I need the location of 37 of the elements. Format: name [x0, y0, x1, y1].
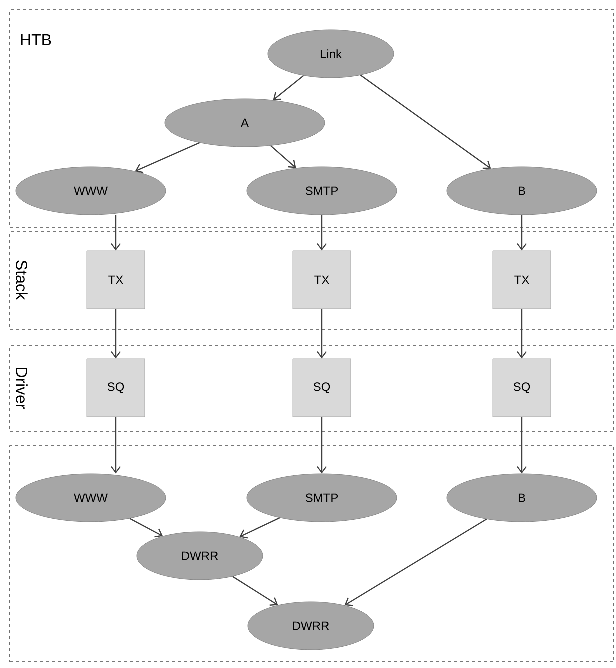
ellipse-node: SMTP	[246, 166, 398, 216]
arrow	[111, 215, 121, 251]
arrow	[517, 215, 527, 251]
arrow	[111, 309, 121, 359]
ellipse-node: DWRR	[136, 532, 264, 580]
arrow	[270, 145, 296, 168]
queue-box: TX	[292, 250, 352, 310]
arrow	[517, 309, 527, 359]
arrow	[135, 142, 200, 174]
band-label: Stack	[16, 260, 28, 300]
ellipse-node: WWW	[16, 474, 166, 522]
arrow	[111, 417, 121, 474]
ellipse-node: B	[446, 474, 598, 522]
ellipse-node: SMTP	[246, 474, 398, 522]
band-label: Driver	[16, 368, 28, 410]
band-label: HTB	[21, 34, 52, 46]
queue-box: TX	[86, 250, 146, 310]
ellipse-node: WWW	[16, 166, 166, 216]
ellipse-node: B	[446, 166, 598, 216]
arrow	[344, 518, 488, 606]
queue-box: SQ	[86, 358, 146, 418]
queue-box: TX	[492, 250, 552, 310]
arrow	[317, 215, 327, 251]
ellipse-node: Link	[268, 30, 394, 78]
arrow	[232, 576, 278, 606]
arrow	[360, 74, 492, 170]
queue-box: SQ	[292, 358, 352, 418]
queue-box: SQ	[492, 358, 552, 418]
arrow	[317, 417, 327, 474]
arrow	[130, 518, 164, 538]
ellipse-node: DWRR	[248, 602, 374, 650]
arrow	[317, 309, 327, 359]
arrow	[517, 417, 527, 474]
arrow	[273, 75, 304, 100]
ellipse-node: A	[164, 98, 326, 148]
dashed-band	[10, 446, 614, 662]
arrow	[240, 518, 280, 539]
